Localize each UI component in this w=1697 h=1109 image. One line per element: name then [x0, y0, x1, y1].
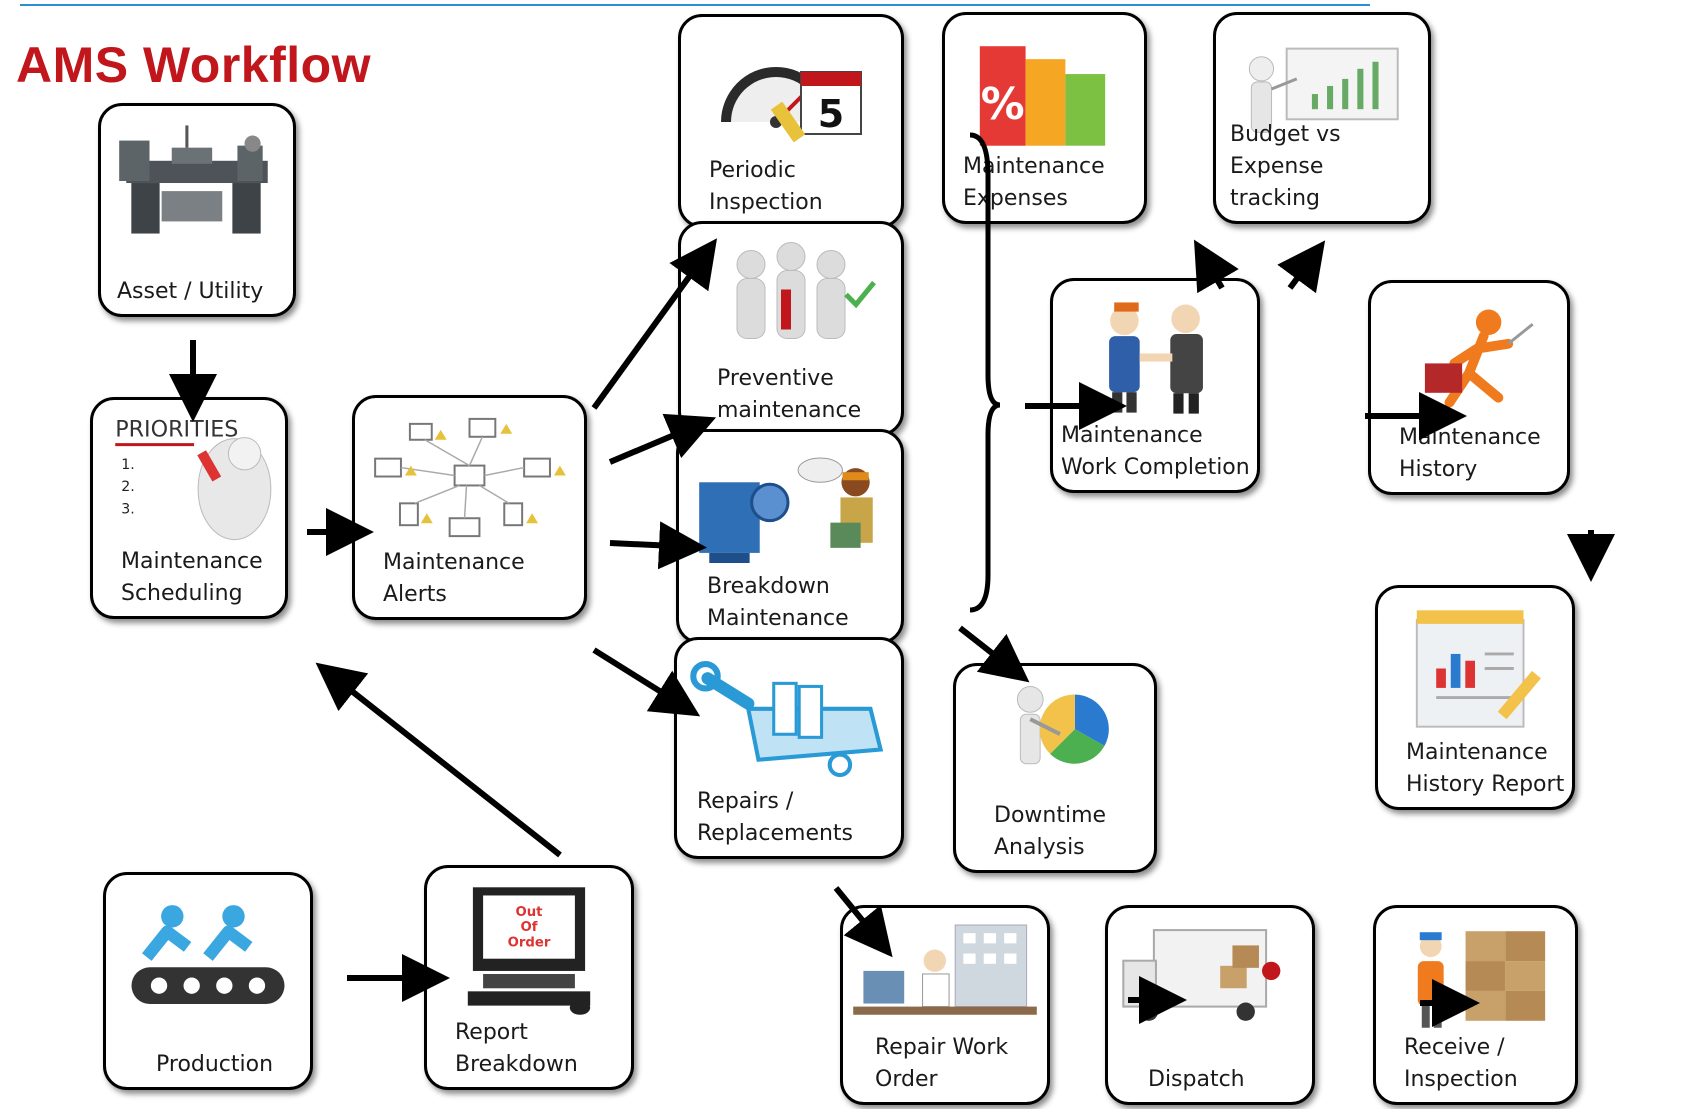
node-label: Maintenance Expenses — [963, 154, 1105, 211]
node-label: Repairs / Replacements — [697, 789, 854, 846]
node-label: Periodic Inspection — [709, 158, 823, 215]
page-title: AMS Workflow — [16, 37, 372, 93]
node-label: Maintenance History Report — [1406, 740, 1565, 797]
node-label: Breakdown Maintenance — [707, 574, 849, 631]
node-label: Maintenance Work Completion — [1061, 423, 1250, 480]
svg-text:5: 5 — [818, 92, 844, 136]
node-repairs-replacements[interactable]: Repairs / Replacements — [674, 637, 904, 859]
worker-boxes-icon — [1376, 914, 1575, 1038]
node-budget-vs-expense[interactable]: Budget vs Expense tracking — [1213, 12, 1431, 224]
svg-text:1.: 1. — [121, 457, 134, 473]
node-asset-utility[interactable]: Asset / Utility — [98, 103, 296, 317]
arrow-report-breakdown-to-scheduling — [315, 662, 562, 858]
node-label: Maintenance History — [1399, 425, 1541, 482]
running-figure-briefcase-icon — [1371, 289, 1567, 428]
node-label: Asset / Utility — [117, 279, 264, 304]
node-repair-work-order[interactable]: Repair Work Order — [840, 905, 1050, 1105]
svg-text:3.: 3. — [121, 501, 134, 517]
node-label: Repair Work Order — [875, 1035, 1009, 1092]
report-chart-pencil-icon — [1378, 594, 1572, 743]
node-production[interactable]: Production — [103, 872, 313, 1090]
node-maintenance-history-report[interactable]: Maintenance History Report — [1375, 585, 1575, 810]
node-maintenance-work-completion[interactable]: Maintenance Work Completion — [1050, 278, 1260, 493]
toolbox-wrench-icon — [677, 646, 901, 792]
node-dispatch[interactable]: Dispatch — [1105, 905, 1315, 1105]
node-breakdown-maintenance[interactable]: Breakdown Maintenance — [676, 429, 904, 644]
node-maintenance-scheduling[interactable]: PRIORITIES 1. 2. 3. Maintenance Scheduli… — [90, 397, 288, 619]
conveyor-workers-icon — [106, 881, 310, 1023]
computer-out-of-order-icon: Out Of Order — [427, 874, 631, 1023]
presentation-chart-icon — [1216, 21, 1428, 157]
svg-text:Order: Order — [508, 935, 551, 950]
machine-technician-icon — [679, 438, 901, 577]
svg-text:Out: Out — [515, 905, 543, 920]
svg-text:2.: 2. — [121, 479, 134, 495]
team-figures-icon — [681, 230, 901, 369]
node-label: Production — [156, 1052, 274, 1077]
alert-network-icon — [355, 404, 584, 553]
svg-text:PRIORITIES: PRIORITIES — [115, 417, 238, 443]
node-label: Maintenance Scheduling — [121, 549, 263, 606]
top-rule — [20, 4, 1370, 6]
node-report-breakdown[interactable]: Out Of Order Report Breakdown — [424, 865, 634, 1090]
node-preventive-maintenance[interactable]: Preventive maintenance — [678, 221, 904, 436]
node-label: Dispatch — [1148, 1067, 1245, 1092]
figure-pie-chart-icon — [956, 672, 1154, 806]
arrow-completion-to-budget — [1277, 240, 1326, 294]
node-label: Budget vs Expense tracking — [1230, 122, 1341, 211]
node-label: Preventive maintenance — [717, 366, 862, 423]
node-label: Receive / Inspection — [1404, 1035, 1518, 1092]
node-periodic-inspection[interactable]: 5 Periodic Inspection — [678, 14, 904, 228]
node-label: Downtime Analysis — [994, 803, 1107, 860]
percent-bar-chart-icon: % — [945, 21, 1144, 157]
node-label: Report Breakdown — [455, 1020, 578, 1077]
handshake-icon — [1053, 287, 1257, 426]
office-worker-icon — [843, 914, 1047, 1038]
node-downtime-analysis[interactable]: Downtime Analysis — [953, 663, 1157, 873]
gauge-calendar-icon: 5 — [681, 23, 901, 161]
lathe-machine-icon — [101, 112, 293, 250]
node-maintenance-history[interactable]: Maintenance History — [1368, 280, 1570, 495]
priorities-list-icon: PRIORITIES 1. 2. 3. — [93, 406, 285, 552]
delivery-truck-icon — [1108, 914, 1312, 1038]
node-label: Maintenance Alerts — [383, 550, 525, 607]
svg-text:%: % — [981, 79, 1025, 130]
node-maintenance-expenses[interactable]: % Maintenance Expenses — [942, 12, 1147, 224]
node-receive-inspection[interactable]: Receive / Inspection — [1373, 905, 1578, 1105]
node-maintenance-alerts[interactable]: Maintenance Alerts — [352, 395, 587, 620]
svg-text:Of: Of — [520, 920, 537, 935]
